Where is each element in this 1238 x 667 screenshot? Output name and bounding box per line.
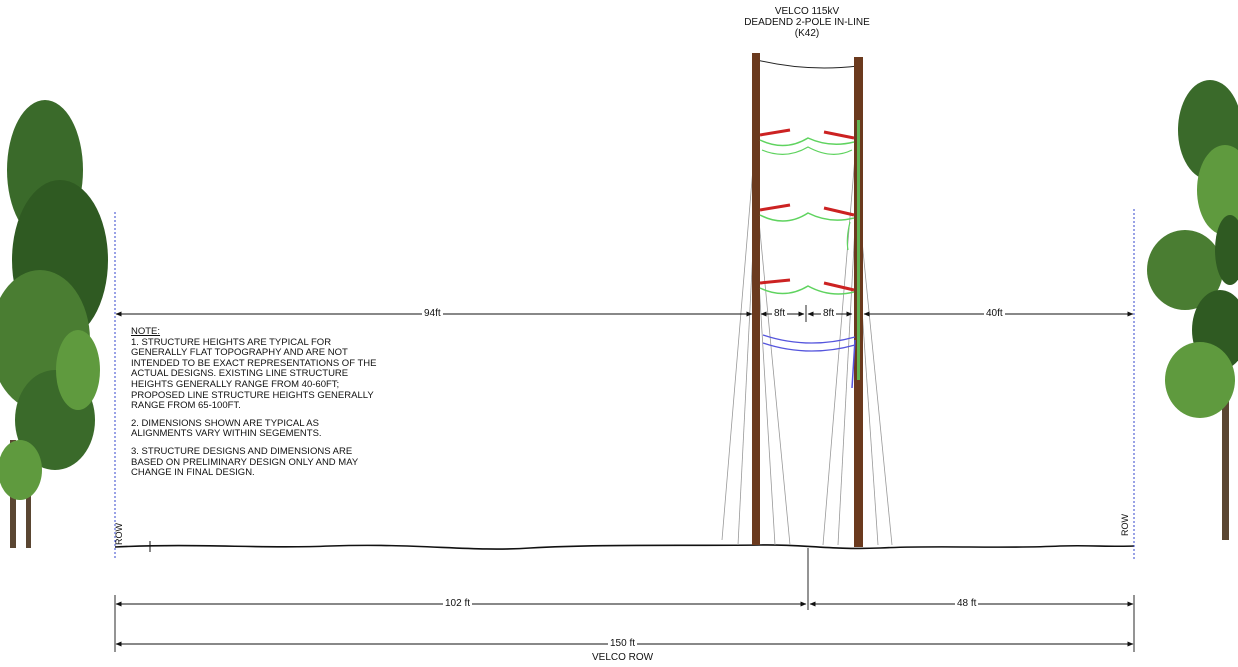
dim-right-offset: 40ft	[984, 308, 1005, 319]
structure-title-line1: VELCO 115kV	[774, 6, 840, 17]
dim-pole-gap-right: 8ft	[821, 308, 837, 319]
notes-block: NOTE: 1. STRUCTURE HEIGHTS ARE TYPICAL F…	[131, 326, 381, 486]
pole-right-riser	[857, 120, 860, 380]
dim-pole-gap-left: 8ft	[772, 308, 788, 319]
pole-left	[752, 53, 760, 545]
row-label-left: ROW	[114, 523, 124, 545]
phase-top	[759, 128, 855, 155]
phase-bottom	[759, 278, 855, 295]
notes-heading: NOTE:	[131, 326, 161, 337]
ground-line	[114, 544, 1135, 550]
dim-bottom-right: 48 ft	[955, 598, 979, 609]
structure-title-line2: DEADEND 2-POLE IN-LINE	[744, 17, 870, 28]
top-dimension	[115, 305, 1134, 322]
note-2: 2. DIMENSIONS SHOWN ARE TYPICAL AS ALIGN…	[131, 417, 322, 440]
dim-bottom-left: 102 ft	[443, 598, 473, 609]
right-tree-icon	[1147, 80, 1238, 540]
underbuild-wires	[762, 334, 856, 389]
row-label-right: ROW	[1120, 514, 1130, 536]
phase-middle	[759, 203, 855, 251]
shield-wire	[756, 59, 859, 69]
dim-total: 150 ft	[608, 638, 638, 649]
left-tree-icon	[0, 100, 108, 548]
guy-wires	[721, 119, 893, 546]
dim-total-caption: VELCO ROW	[592, 652, 654, 663]
structure-title-line3: (K42)	[794, 28, 820, 39]
note-1: 1. STRUCTURE HEIGHTS ARE TYPICAL FOR GEN…	[131, 336, 377, 412]
structure-title: VELCO 115kV DEADEND 2-POLE IN-LINE (K42)	[742, 6, 872, 39]
note-3: 3. STRUCTURE DESIGNS AND DIMENSIONS ARE …	[131, 445, 359, 479]
dim-left-offset: 94ft	[422, 308, 443, 319]
